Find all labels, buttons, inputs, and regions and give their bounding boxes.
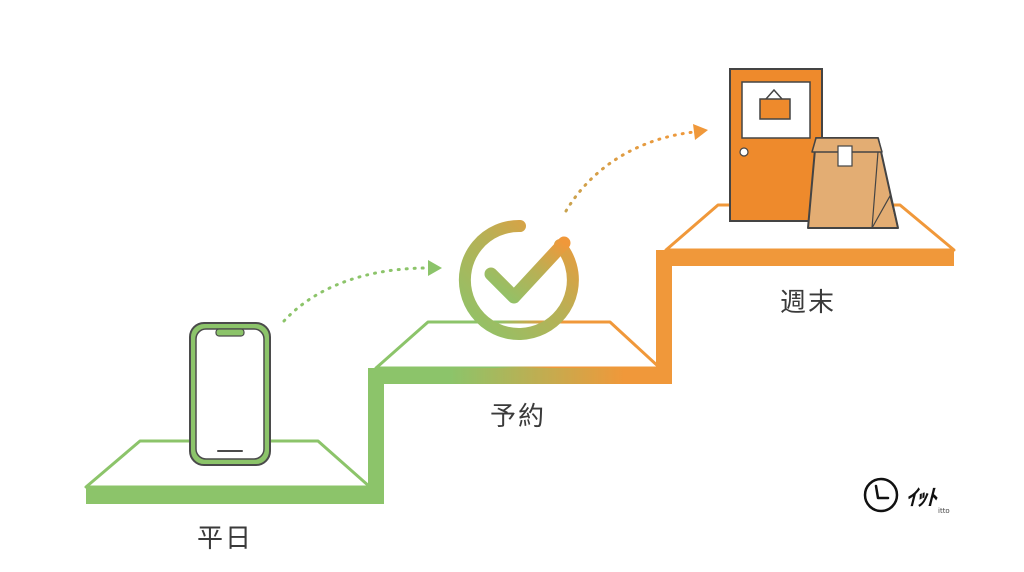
step-label-weekday: 平日 [197,524,254,554]
stair-profile [86,250,954,504]
brand-wordmark: ｲｯﾄ [906,486,937,511]
progress-arrow-2 [564,130,696,213]
progress-arrow-1 [282,266,430,323]
brand-subtext: itto [938,507,950,515]
smartphone-icon [189,322,271,466]
clock-logo-icon [863,477,899,513]
brand-logo: ｲｯﾄ itto [862,474,972,518]
step-label-reservation: 予約 [490,402,547,432]
arrowhead-2-icon [693,124,708,140]
shop-door-and-bag-icon [729,68,899,229]
step-label-weekend: 週末 [780,288,837,318]
arrowhead-1-icon [428,260,442,276]
checkmark-circle-icon [458,219,579,340]
